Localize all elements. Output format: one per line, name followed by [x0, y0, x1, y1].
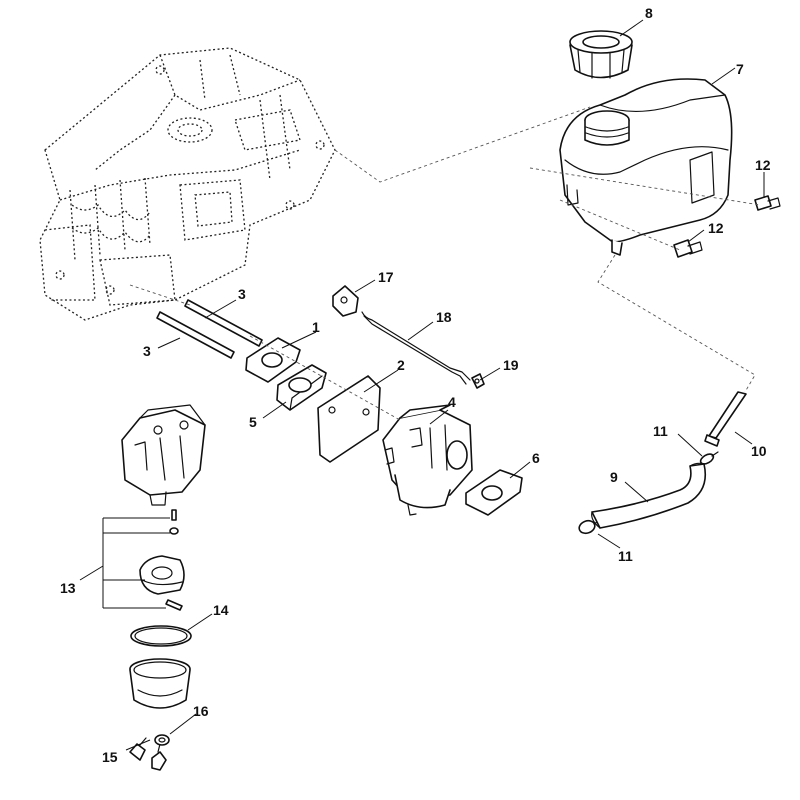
callout-1: 1: [312, 319, 320, 335]
callout-14: 14: [213, 602, 229, 618]
callout-7: 7: [736, 61, 744, 77]
callout-18: 18: [436, 309, 452, 325]
bowl-washer: [154, 734, 170, 746]
callout-3-upper: 3: [238, 286, 246, 302]
callout-6: 6: [532, 450, 540, 466]
callout-16: 16: [193, 703, 209, 719]
callout-8: 8: [645, 5, 653, 21]
callout-12-upper: 12: [755, 157, 771, 173]
callout-3-lower: 3: [143, 343, 151, 359]
callout-10: 10: [751, 443, 767, 459]
insulator-spacer: [276, 364, 327, 411]
callout-17: 17: [378, 269, 394, 285]
carburetor: [382, 404, 473, 516]
stud-lower: [156, 311, 235, 359]
callout-19: 19: [503, 357, 519, 373]
kit-pin: [171, 509, 177, 521]
leader-lines: [79, 19, 765, 751]
connection-lines: [129, 106, 761, 421]
gasket-plate: [317, 375, 381, 463]
hose-clamp-upper: [699, 451, 719, 465]
callout-4: 4: [448, 394, 456, 410]
rod-clip: [471, 373, 485, 389]
callout-5: 5: [249, 414, 257, 430]
callout-12-lower: 12: [708, 220, 724, 236]
kit-float: [139, 555, 185, 595]
engine-block-ghost: [39, 47, 336, 321]
kit-o-ring: [169, 527, 179, 535]
float-bowl-o-ring: [130, 625, 192, 647]
callout-9: 9: [610, 469, 618, 485]
callout-labels: 1 2 3 3 4 5 6 7 8 9 10 11 11 12 12 13 14…: [60, 5, 771, 765]
carburetor-kit-body: [121, 404, 206, 506]
callout-2: 2: [397, 357, 405, 373]
fuel-tank: [559, 78, 733, 256]
callout-15: 15: [102, 749, 118, 765]
stud-upper: [184, 299, 263, 347]
float-bowl: [129, 658, 191, 709]
governor-rod: [361, 311, 471, 385]
callout-11-upper: 11: [653, 423, 668, 439]
callout-13: 13: [60, 580, 76, 596]
tank-bolt-upper: [754, 195, 781, 211]
carburetor-gasket: [465, 469, 523, 516]
kit-float-pin: [165, 599, 183, 611]
intake-gasket: [245, 337, 301, 383]
tank-cap: [569, 30, 633, 79]
fuel-hose: [591, 462, 707, 529]
tank-bolt-lower: [673, 239, 703, 258]
callout-11-lower: 11: [618, 548, 633, 564]
fuel-filter: [704, 391, 747, 447]
choke-bracket: [332, 285, 359, 317]
